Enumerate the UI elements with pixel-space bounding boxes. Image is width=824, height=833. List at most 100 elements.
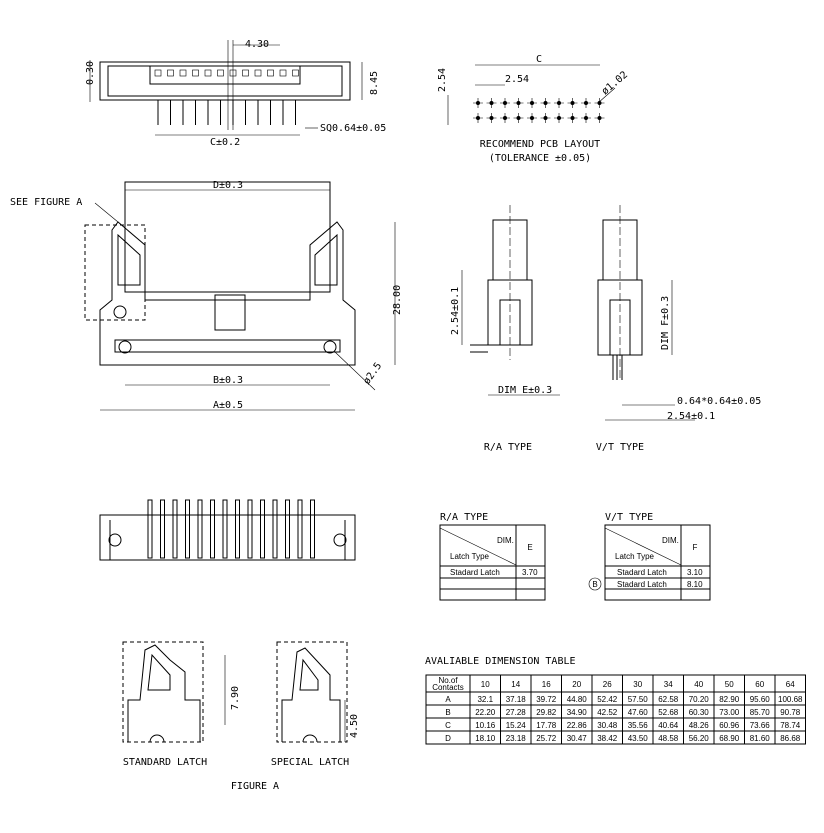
header-label: No.of bbox=[438, 676, 458, 685]
contacts-header: 40 bbox=[694, 680, 703, 689]
pin bbox=[297, 499, 303, 559]
table-cell: 25.72 bbox=[536, 734, 557, 743]
pin-cell bbox=[254, 69, 262, 77]
pin bbox=[247, 499, 253, 559]
table-cell: 60.30 bbox=[689, 708, 710, 717]
pin-cell bbox=[204, 69, 212, 77]
pcb-hole-cross bbox=[540, 98, 551, 108]
contacts-header: 26 bbox=[603, 680, 612, 689]
table-cell: 73.66 bbox=[750, 721, 771, 730]
pin bbox=[160, 499, 165, 559]
pin-cell bbox=[154, 69, 162, 77]
header-latch: Latch Type bbox=[450, 552, 490, 561]
pcb-hole-cross bbox=[486, 98, 497, 108]
pcb-hole-cross bbox=[500, 113, 510, 123]
pcb-hole-cross bbox=[513, 113, 524, 123]
table-cell: 15.24 bbox=[506, 721, 527, 730]
row-name: D bbox=[445, 734, 451, 743]
vt-dim-f: DIM F±0.3 bbox=[660, 296, 671, 350]
table-cell: 70.20 bbox=[689, 695, 710, 704]
table-cell: 82.90 bbox=[719, 695, 740, 704]
figure-a-title: FIGURE A bbox=[231, 781, 279, 792]
table-cell: 56.20 bbox=[689, 734, 710, 743]
pcb-hole-cross bbox=[581, 113, 591, 123]
pin bbox=[147, 499, 153, 559]
contacts-header: 14 bbox=[511, 680, 520, 689]
contacts-header: 50 bbox=[725, 680, 734, 689]
pin-cell bbox=[179, 69, 187, 77]
pin-cell bbox=[167, 69, 174, 77]
pcb-tolerance: (TOLERANCE ±0.05) bbox=[489, 153, 591, 164]
table-cell: 38.42 bbox=[597, 734, 618, 743]
dim-pitch-x: 2.54 bbox=[505, 74, 529, 85]
pcb-hole-cross bbox=[594, 113, 605, 123]
table-cell: 22.20 bbox=[475, 708, 496, 717]
figure-a: 7.90 STANDARD LATCH 4.50 SPECIAL LATCH F… bbox=[122, 641, 360, 792]
table-cell: 37.18 bbox=[506, 695, 527, 704]
latch-value: 8.10 bbox=[687, 580, 703, 589]
pin bbox=[197, 499, 203, 559]
col-f: F bbox=[693, 543, 698, 552]
table-cell: 78.74 bbox=[780, 721, 801, 730]
table-cell: 29.82 bbox=[536, 708, 557, 717]
dim-pin: SQ0.64±0.05 bbox=[320, 123, 386, 134]
table-cell: 30.48 bbox=[597, 721, 618, 730]
ra-table-title: R/A TYPE bbox=[440, 512, 488, 523]
pin-cell bbox=[279, 69, 287, 77]
pcb-hole-cross bbox=[473, 98, 483, 108]
pin-cell bbox=[267, 69, 274, 77]
pcb-layout: C 2.54 2.54 ø1.02 RECOMMEND PCB LAYOUT (… bbox=[437, 54, 630, 164]
contacts-header: 34 bbox=[664, 680, 673, 689]
contacts-header: 30 bbox=[633, 680, 642, 689]
table-cell: 95.60 bbox=[750, 695, 771, 704]
pin bbox=[235, 499, 240, 559]
latch-type: Stadard Latch bbox=[617, 568, 667, 577]
dim-hole: ø1.02 bbox=[600, 70, 630, 98]
pin bbox=[272, 499, 278, 559]
table-cell: 73.00 bbox=[719, 708, 740, 717]
bottom-view bbox=[99, 499, 356, 561]
dim-standard: 7.90 bbox=[230, 686, 241, 710]
pin-cell bbox=[242, 69, 249, 77]
table-cell: 10.16 bbox=[475, 721, 496, 730]
table-cell: 86.68 bbox=[780, 734, 801, 743]
table-cell: 44.80 bbox=[567, 695, 588, 704]
top-view: 4.30 0.30 8.45 C±0.2 SQ0.64±0.05 bbox=[85, 39, 386, 148]
ra-dim-pitch: 2.54±0.1 bbox=[450, 287, 461, 335]
table-cell: 52.68 bbox=[658, 708, 679, 717]
header-dim: DIM. bbox=[662, 536, 679, 545]
latch-type: Stadard Latch bbox=[617, 580, 667, 589]
header-label: Contacts bbox=[432, 683, 464, 692]
contacts-header: 20 bbox=[572, 680, 581, 689]
table-cell: 47.60 bbox=[628, 708, 649, 717]
table-cell: 68.90 bbox=[719, 734, 740, 743]
pin-cell bbox=[292, 69, 299, 77]
table-cell: 85.70 bbox=[750, 708, 771, 717]
contacts-header: 60 bbox=[755, 680, 764, 689]
pin bbox=[172, 499, 178, 559]
pcb-hole-cross bbox=[554, 98, 564, 108]
pcb-hole-cross bbox=[513, 98, 524, 108]
dim-c: C±0.2 bbox=[210, 137, 240, 148]
latch-value: 3.70 bbox=[522, 568, 538, 577]
latch-type: Stadard Latch bbox=[450, 568, 500, 577]
pcb-hole-cross bbox=[567, 98, 578, 108]
pin bbox=[185, 499, 190, 559]
table-cell: 57.50 bbox=[628, 695, 649, 704]
vt-pin: 0.64*0.64±0.05 bbox=[677, 396, 761, 407]
table-cell: 48.26 bbox=[689, 721, 710, 730]
pin bbox=[210, 499, 215, 559]
dimension-table-title: AVALIABLE DIMENSION TABLE bbox=[425, 656, 576, 667]
table-cell: 17.78 bbox=[536, 721, 557, 730]
pcb-hole-cross bbox=[594, 98, 605, 108]
revision-marker: B bbox=[592, 580, 597, 589]
dim-thickness: 0.30 bbox=[85, 61, 96, 85]
table-cell: 90.78 bbox=[780, 708, 801, 717]
table-frame bbox=[425, 674, 806, 745]
table-cell: 35.56 bbox=[628, 721, 649, 730]
pin bbox=[310, 499, 315, 559]
pcb-hole-cross bbox=[486, 113, 497, 123]
dim-b: B±0.3 bbox=[213, 375, 243, 386]
pcb-hole-cross bbox=[527, 113, 537, 123]
